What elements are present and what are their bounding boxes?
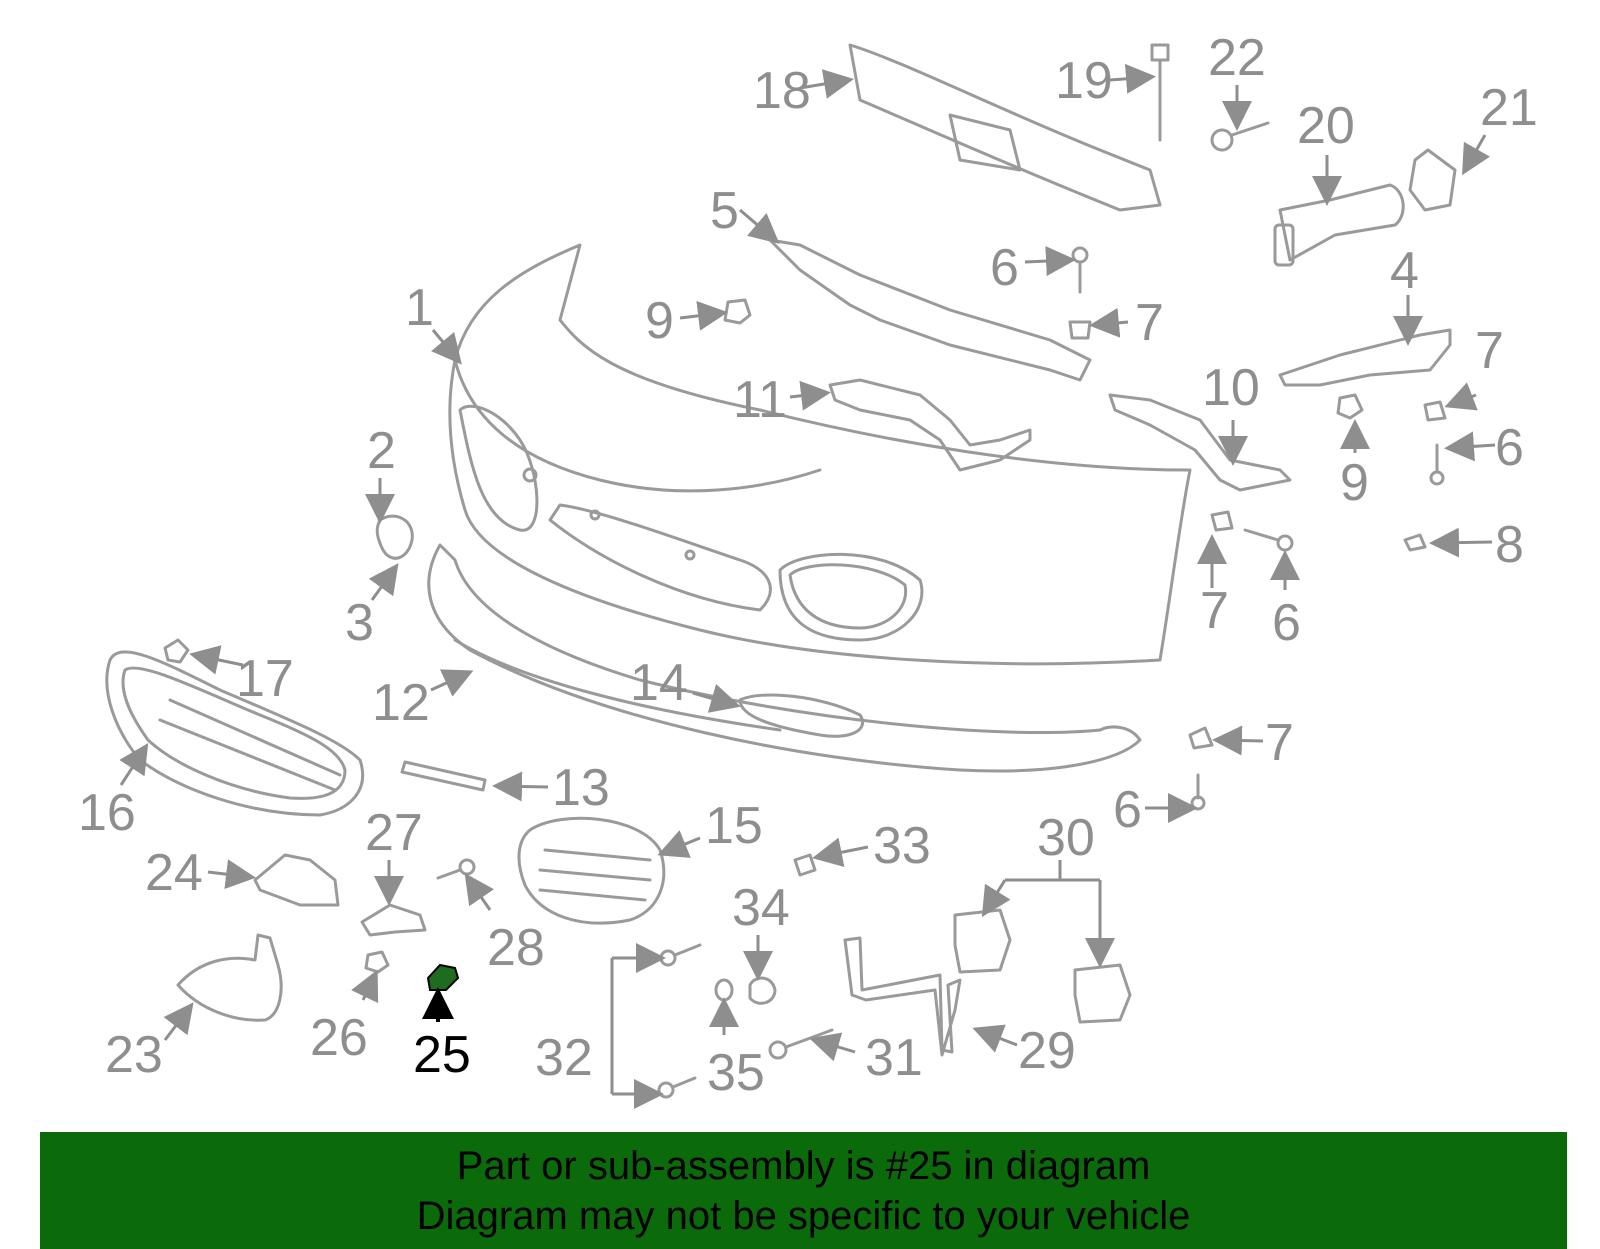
screw-28: [436, 858, 476, 880]
part-label-6b: 6: [1495, 419, 1524, 477]
bolt-31: [768, 1028, 834, 1060]
isolator-30a: [953, 908, 1012, 974]
fog-light-cover-part: [375, 514, 414, 560]
clip-7a: [1068, 320, 1092, 340]
part-label-7a: 7: [1135, 294, 1164, 352]
part-label-30: 30: [1037, 809, 1095, 867]
part-label-25: 25: [413, 1026, 471, 1084]
part-label-33: 33: [873, 817, 931, 875]
washer-35: [714, 978, 734, 1002]
part-label-6c: 6: [1272, 594, 1301, 652]
gasket-part: [1408, 148, 1457, 212]
trim-strip-part: [400, 760, 487, 792]
nut-26: [364, 950, 390, 974]
part-label-7c: 7: [1200, 582, 1229, 640]
part-label-6d: 6: [1113, 781, 1142, 839]
part-label-23: 23: [105, 1026, 163, 1084]
clip-17: [163, 638, 190, 664]
screw-6c: [1243, 528, 1294, 552]
part-label-13: 13: [552, 759, 610, 817]
mount-bracket-part: [1278, 328, 1452, 387]
part-label-7b: 7: [1475, 322, 1504, 380]
lower-grille-part: [517, 816, 666, 925]
clip-7b: [1423, 400, 1447, 422]
lower-spoiler-part: [427, 543, 1142, 773]
right-bracket-part: [1108, 393, 1292, 492]
long-bolt-part: [1150, 43, 1170, 142]
screw-6b: [1429, 443, 1445, 486]
part-label-24: 24: [145, 844, 203, 902]
isolator-30b: [1073, 963, 1132, 1024]
fastener-nut-9a: [723, 298, 752, 325]
part-label-10: 10: [1202, 359, 1260, 417]
nut-33: [793, 853, 817, 877]
part-label-22: 22: [1208, 29, 1266, 87]
clip-8: [1403, 533, 1427, 552]
banner-line-1: Part or sub-assembly is #25 in diagram: [456, 1143, 1151, 1188]
part-label-35: 35: [707, 1044, 765, 1102]
part-label-18: 18: [753, 62, 811, 120]
part-label-8: 8: [1495, 516, 1524, 574]
clip-7d: [1188, 726, 1214, 750]
banner-line-2: Diagram may not be specific to your vehi…: [416, 1193, 1191, 1238]
side-bracket-part: [828, 378, 1032, 472]
upper-bracket-part: [768, 238, 1092, 382]
part-label-1: 1: [405, 279, 434, 337]
part-label-34: 34: [732, 879, 790, 937]
part-label-9b: 9: [1340, 454, 1369, 512]
part-label-27: 27: [365, 804, 423, 862]
part-label-3: 3: [345, 594, 374, 652]
part-label-19: 19: [1055, 52, 1113, 110]
part-label-16: 16: [78, 784, 136, 842]
bracket-27: [360, 903, 427, 937]
grille-part: [105, 650, 365, 817]
screw-6d: [1190, 773, 1206, 811]
info-banner: Part or sub-assembly is #25 in diagram D…: [40, 1132, 1567, 1249]
part-label-32: 32: [535, 1029, 593, 1087]
bumper-cover-part: [448, 243, 1192, 666]
part-label-4: 4: [1390, 242, 1419, 300]
nut-34: [748, 976, 777, 1005]
leader-lines: [119, 63, 1496, 1109]
bracket-29: [843, 936, 962, 1057]
part-label-14: 14: [630, 654, 688, 712]
tow-bracket-part: [1273, 183, 1405, 267]
part-label-31: 31: [865, 1029, 923, 1087]
fastener-nut-9b: [1336, 393, 1364, 420]
small-bolt-part: [1210, 121, 1270, 152]
part-label-29: 29: [1018, 1022, 1076, 1080]
fog-lamp-part: [176, 933, 283, 1022]
part-label-7d: 7: [1265, 714, 1294, 772]
part-label-28: 28: [487, 919, 545, 977]
part-label-20: 20: [1297, 97, 1355, 155]
bolt-32b: [657, 1076, 697, 1099]
part-label-21: 21: [1480, 79, 1538, 137]
part-label-26: 26: [310, 1009, 368, 1067]
part-label-11: 11: [733, 371, 787, 429]
bolt-32a: [659, 943, 702, 967]
reinforcement-bar-part: [848, 43, 1162, 212]
bracket-24: [253, 853, 340, 907]
part-label-6a: 6: [990, 239, 1019, 297]
highlighted-screw-25: [426, 963, 460, 991]
part-label-2: 2: [367, 422, 396, 480]
part-label-12: 12: [372, 674, 430, 732]
part-label-17: 17: [236, 650, 294, 708]
part-label-5: 5: [710, 182, 739, 240]
screw-6a: [1071, 246, 1089, 294]
part-label-15: 15: [705, 797, 763, 855]
part-label-9a: 9: [645, 292, 674, 350]
parts-diagram: 1 2 3 4 5 6 6 6 6 7 7 7 7 8 9 9 10 11 12…: [78, 29, 1538, 1109]
clip-7c: [1210, 510, 1234, 532]
trim-insert-part: [738, 693, 864, 738]
